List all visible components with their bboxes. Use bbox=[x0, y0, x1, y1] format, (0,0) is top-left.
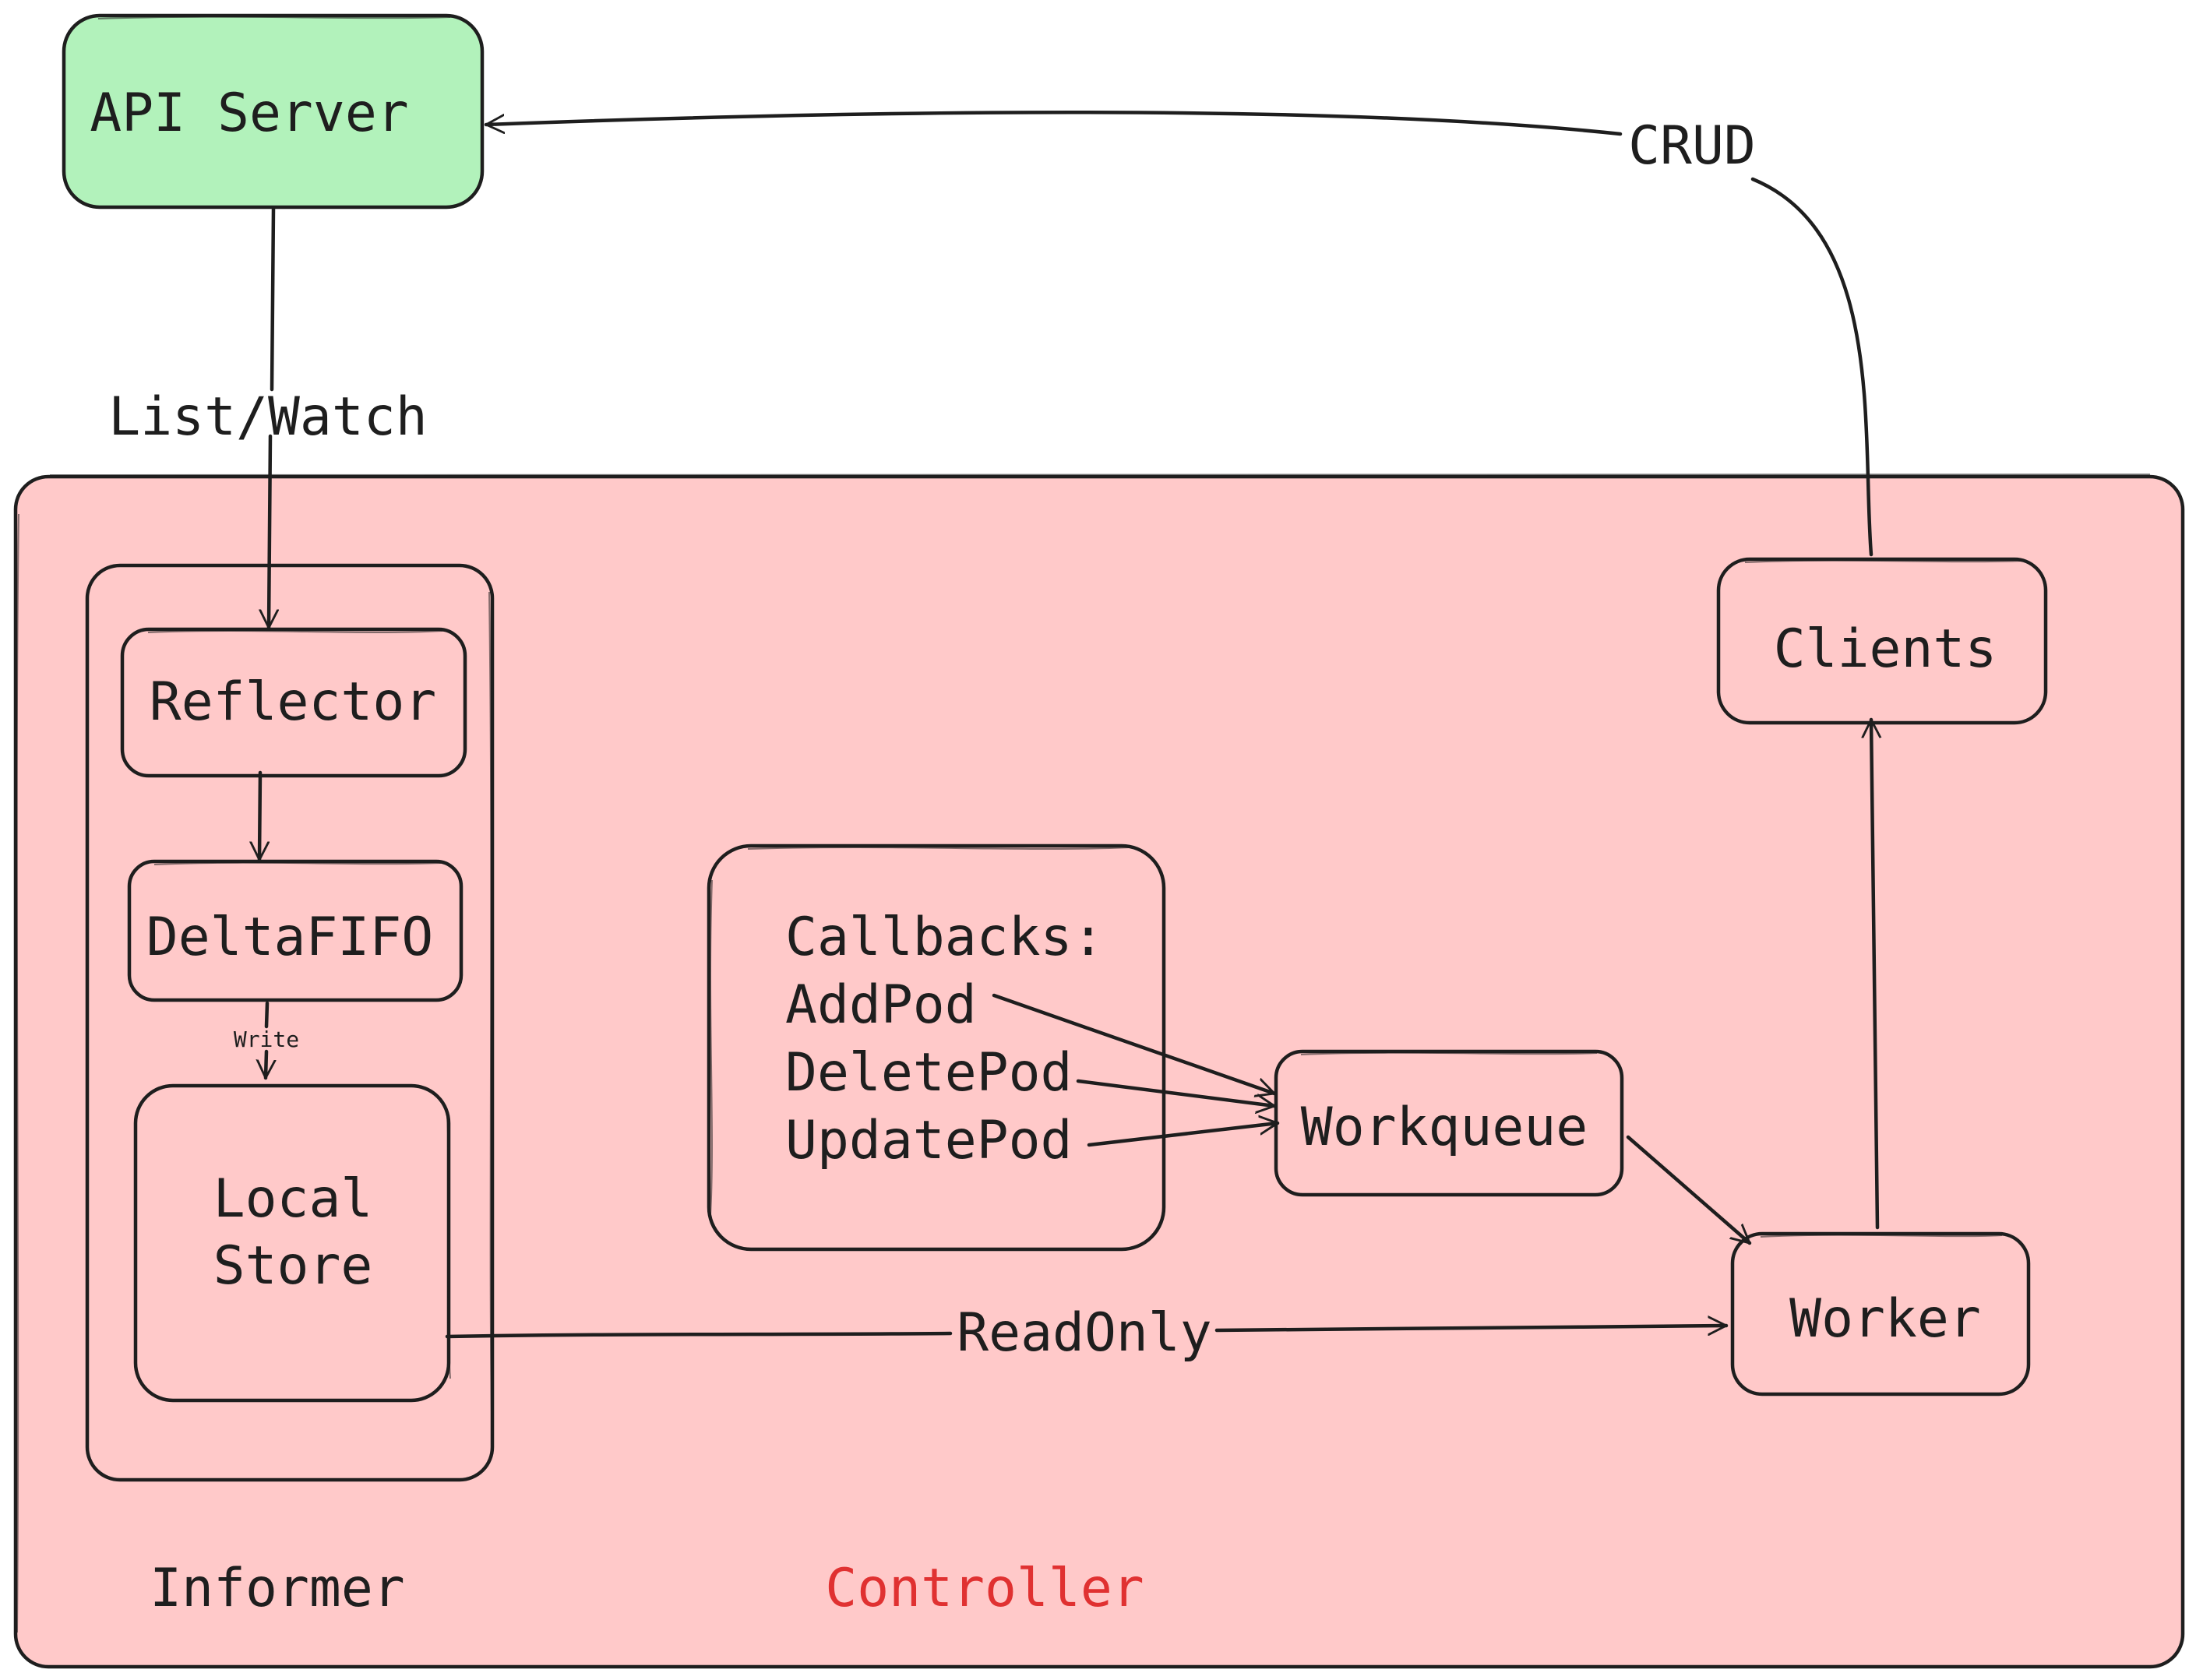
local-store-label-line1: Local bbox=[213, 1168, 373, 1230]
read-only-label: ReadOnly bbox=[957, 1302, 1212, 1364]
edge-worker-clients bbox=[1871, 717, 1877, 1230]
edges bbox=[259, 112, 1877, 1337]
informer-label: Informer bbox=[150, 1558, 405, 1619]
callbacks-title: Callbacks: bbox=[785, 907, 1104, 968]
worker-label: Worker bbox=[1789, 1288, 1981, 1350]
edge-list-watch bbox=[269, 206, 273, 628]
worker-node[interactable]: Worker bbox=[1730, 1231, 2031, 1396]
workqueue-label: Workqueue bbox=[1301, 1097, 1588, 1158]
edge-write bbox=[266, 1001, 267, 1078]
api-server-node[interactable]: API Server bbox=[62, 13, 485, 210]
edge-labels: List/Watch CRUD Write ReadOnly bbox=[108, 115, 1756, 1364]
edge-updatepod-workqueue bbox=[1087, 1123, 1280, 1147]
controller-label: Controller bbox=[825, 1558, 1144, 1619]
clients-label: Clients bbox=[1774, 618, 1997, 680]
callback-deletepod: DeletePod bbox=[785, 1042, 1072, 1104]
informer-group bbox=[85, 563, 495, 1482]
api-server-label: API Server bbox=[90, 83, 408, 144]
deltafifo-label: DeltaFIFO bbox=[146, 907, 433, 968]
edge-deletepod-workqueue bbox=[1076, 1079, 1277, 1106]
reflector-label: Reflector bbox=[150, 671, 436, 733]
reflector-node[interactable]: Reflector bbox=[120, 627, 467, 778]
local-store-node[interactable]: Local Store bbox=[133, 1083, 451, 1403]
edge-workqueue-worker bbox=[1626, 1135, 1752, 1245]
callback-addpod: AddPod bbox=[785, 974, 977, 1036]
list-watch-label: List/Watch bbox=[108, 386, 427, 448]
clients-node[interactable]: Clients bbox=[1716, 557, 2048, 725]
group-labels: Informer Controller bbox=[150, 1558, 1144, 1619]
deltafifo-node[interactable]: DeltaFIFO bbox=[127, 859, 464, 1002]
edge-read-only bbox=[445, 1326, 1726, 1337]
edge-reflector-deltafifo bbox=[259, 770, 260, 862]
callback-updatepod: UpdatePod bbox=[785, 1110, 1072, 1171]
callbacks-node[interactable]: Callbacks: AddPod DeletePod UpdatePod bbox=[707, 844, 1166, 1252]
edge-addpod-workqueue bbox=[992, 993, 1277, 1094]
crud-label: CRUD bbox=[1628, 115, 1756, 177]
controller-container bbox=[13, 474, 2185, 1669]
edge-crud bbox=[486, 112, 1873, 557]
local-store-label-line2: Store bbox=[213, 1235, 373, 1297]
write-label: Write bbox=[234, 1027, 299, 1052]
